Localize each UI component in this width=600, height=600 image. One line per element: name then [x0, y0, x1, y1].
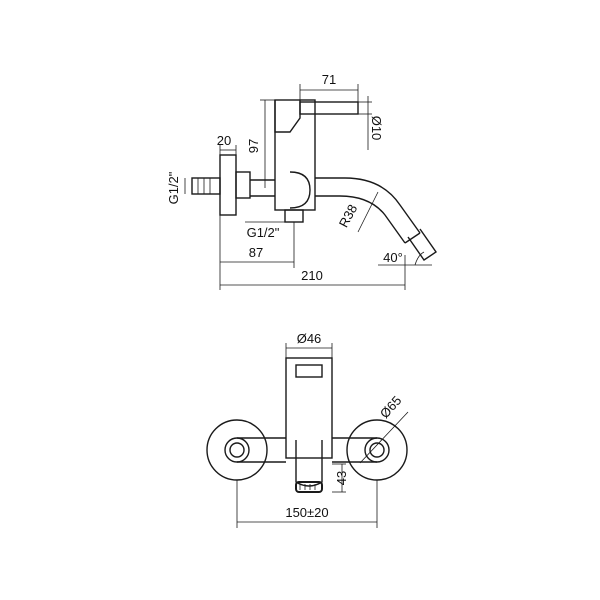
dim-97: 97: [246, 139, 261, 153]
dim-spout-angle: 40°: [383, 250, 403, 265]
aerator: [295, 481, 323, 493]
bottom-outlet: [284, 209, 304, 223]
dim-body-diameter: Ø46: [297, 331, 322, 346]
dim-spout-height: 43: [334, 471, 349, 485]
wall-flange: [219, 154, 237, 216]
front-body: [285, 357, 333, 459]
left-flange: [206, 419, 268, 481]
dim-20: 20: [217, 133, 231, 148]
dim-thread-left: G1/2": [166, 171, 181, 204]
front-lever: [295, 364, 323, 378]
hex-connector: [235, 171, 251, 199]
dim-lever-diameter: Ø10: [369, 116, 384, 141]
dim-210: 210: [301, 268, 323, 283]
front-view: Ø46 Ø65 43 150±2: [206, 331, 409, 528]
dim-thread-bottom: G1/2": [247, 225, 280, 240]
cartridge-cap: [274, 100, 301, 133]
right-flange: [346, 419, 408, 481]
thread-stub-left: [191, 177, 221, 195]
mixer-body: [274, 99, 316, 211]
dim-flange-diameter: Ø65: [377, 393, 405, 421]
dim-87: 87: [249, 245, 263, 260]
lever-handle: [299, 101, 359, 115]
diverter-knob: [289, 171, 311, 209]
side-view: 71 Ø10 97 20 G1/2" G1/2" R38 40° 87: [166, 72, 437, 290]
dim-spout-radius: R38: [336, 202, 360, 230]
front-spout: [295, 440, 323, 487]
dim-center-distance: 150±20: [285, 505, 328, 520]
spout: [315, 177, 421, 234]
dim-71: 71: [322, 72, 336, 87]
